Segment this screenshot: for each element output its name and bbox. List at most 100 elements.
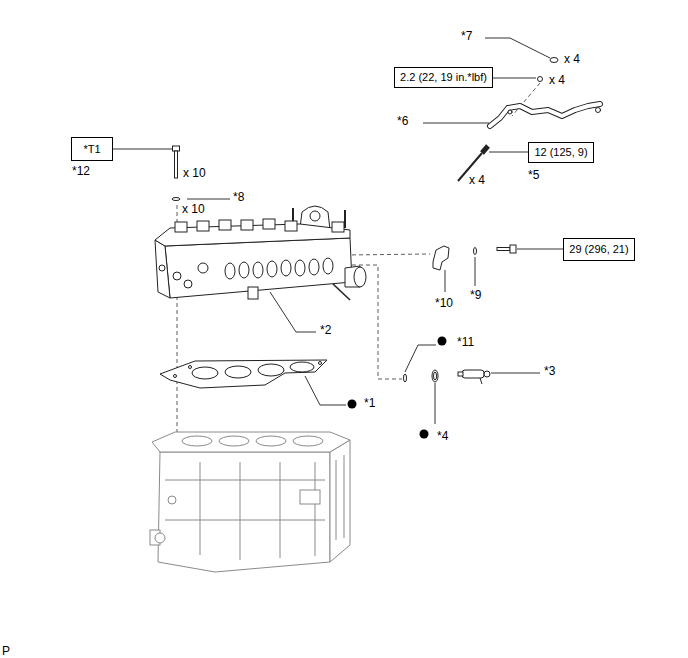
spec-text: *T1 [83, 143, 100, 156]
glow-plug-connector [490, 104, 600, 126]
callout-label: *7 [461, 29, 472, 43]
hidden-line [345, 254, 430, 255]
leader-line [491, 373, 540, 374]
callout-label: *1 [364, 396, 375, 410]
callout-label: *11 [457, 335, 474, 349]
leader-line [485, 38, 550, 58]
cylinder-block [155, 533, 165, 543]
small-parts [175, 151, 178, 178]
small-parts [497, 248, 510, 251]
cylinder-block [256, 436, 286, 446]
new-part-dot [438, 337, 447, 346]
cylinder-head [285, 221, 297, 231]
cylinder-block [150, 432, 350, 572]
small-parts [484, 371, 490, 377]
head-gasket [319, 362, 322, 365]
leader-line [405, 345, 436, 372]
small-parts [482, 146, 488, 153]
cylinder-block [168, 496, 176, 504]
cylinder-block [330, 440, 350, 562]
torque-spec-box: *T1 [71, 137, 113, 161]
leader-line [475, 257, 476, 286]
glow-plug-connector [490, 104, 601, 126]
small-parts [458, 372, 463, 376]
cylinder-block [293, 436, 323, 446]
new-part-dot [348, 400, 357, 409]
cylinder-head [310, 211, 320, 221]
callout-label: x 4 [469, 173, 485, 187]
head-gasket [192, 367, 218, 379]
small-parts [433, 246, 449, 270]
callout-label: *9 [470, 288, 481, 302]
callout-label: x 4 [549, 73, 565, 87]
small-parts [173, 146, 180, 151]
callout-label: *8 [233, 190, 244, 204]
callout-label: x 10 [182, 202, 205, 216]
callout-label: x 10 [183, 166, 206, 180]
cylinder-head [165, 238, 352, 298]
cylinder-head [332, 222, 344, 232]
head-gasket [160, 360, 327, 388]
leader-line [517, 249, 563, 250]
leader-line [435, 383, 436, 424]
new-part-dot [348, 337, 447, 439]
small-parts [462, 370, 484, 378]
cylinder-head [295, 260, 305, 276]
leader-line [113, 38, 563, 424]
leader-line [187, 199, 230, 200]
cylinder-head [173, 272, 181, 280]
small-parts [510, 245, 516, 253]
cylinder-head [241, 220, 253, 230]
callout-label: *6 [397, 114, 408, 128]
head-gasket [160, 360, 327, 388]
head-gasket [258, 364, 284, 376]
small-parts [172, 198, 180, 201]
glow-plug-connector [490, 104, 600, 126]
cylinder-block [165, 455, 344, 540]
callout-label: *10 [435, 296, 453, 310]
cylinder-block [219, 436, 249, 446]
cylinder-head [354, 267, 366, 287]
small-parts [480, 378, 482, 384]
cylinder-head [263, 219, 275, 229]
spec-text: 12 (125, 9) [534, 146, 587, 159]
leader-line [493, 78, 536, 79]
cylinder-block [182, 436, 212, 446]
glow-plug-connector [508, 110, 512, 114]
leader-line [305, 376, 346, 405]
cylinder-head [309, 259, 319, 275]
leader-line [445, 270, 446, 292]
cylinder-head [184, 280, 192, 288]
callout-label: *12 [72, 164, 90, 178]
spec-text: 2.2 (22, 19 in.*lbf) [400, 71, 487, 84]
callout-label: *2 [320, 323, 331, 337]
cylinder-head [197, 221, 209, 231]
cylinder-head [159, 265, 165, 271]
leader-line [423, 123, 489, 124]
cylinder-block [200, 462, 315, 560]
small-parts [404, 374, 407, 382]
callout-label: x 4 [564, 52, 580, 66]
cylinder-head [323, 258, 333, 274]
small-parts [474, 248, 477, 255]
head-gasket [174, 375, 177, 378]
leader-line [270, 292, 316, 332]
leader-line [489, 152, 528, 153]
head-gasket [290, 362, 314, 372]
cylinder-head [198, 263, 208, 273]
cylinder-head [219, 220, 231, 230]
callout-label: P [2, 644, 10, 658]
cylinder-block [300, 490, 320, 504]
small-parts [538, 77, 543, 82]
cylinder-head [253, 262, 263, 278]
glow-plug-connector [596, 108, 601, 113]
cylinder-head [239, 262, 249, 278]
hidden-line [177, 83, 540, 445]
cylinder-head [175, 222, 187, 232]
head-gasket [225, 366, 251, 378]
new-part-dot [420, 430, 429, 439]
spec-text: 29 (296, 21) [569, 243, 628, 256]
